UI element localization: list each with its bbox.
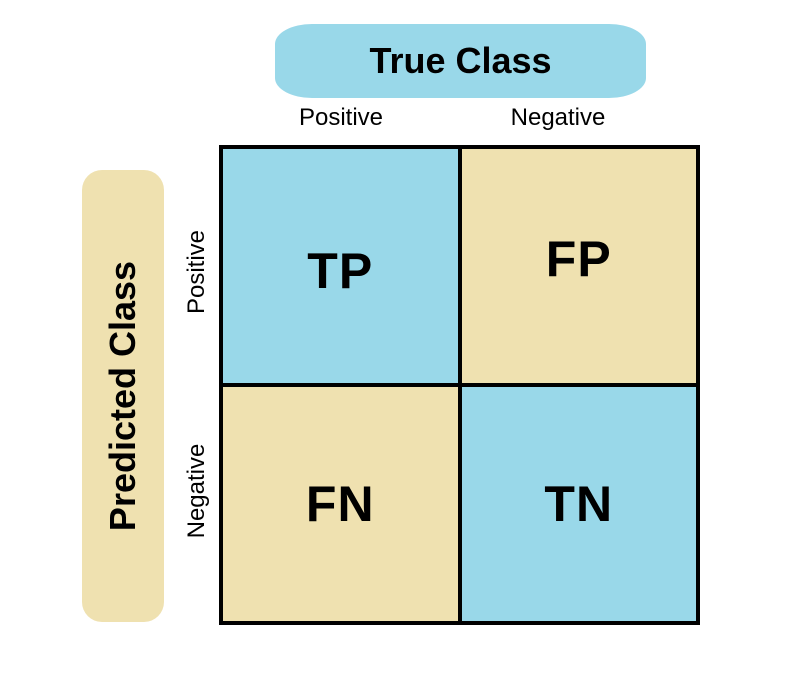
predicted-class-header — [82, 170, 164, 622]
cell-true-positive: TP — [223, 149, 460, 385]
confusion-matrix: TP FP FN TN — [219, 145, 700, 625]
true-class-header: True Class — [275, 24, 646, 98]
cell-true-negative: TN — [459, 385, 696, 621]
true-class-label: True Class — [369, 40, 552, 81]
column-label-negative: Negative — [510, 104, 606, 131]
row-label-negative: Negative — [183, 443, 210, 539]
cell-false-negative: FN — [223, 385, 460, 621]
cell-label-fn: FN — [305, 476, 375, 532]
cell-label-tn: TN — [544, 476, 614, 532]
predicted-class-label: Predicted Class — [102, 260, 143, 532]
cell-false-positive: FP — [459, 149, 696, 385]
cell-label-tp: TP — [307, 243, 374, 299]
cell-label-fp: FP — [545, 231, 612, 287]
column-label-positive: Positive — [298, 104, 384, 131]
row-label-positive: Positive — [183, 229, 210, 315]
